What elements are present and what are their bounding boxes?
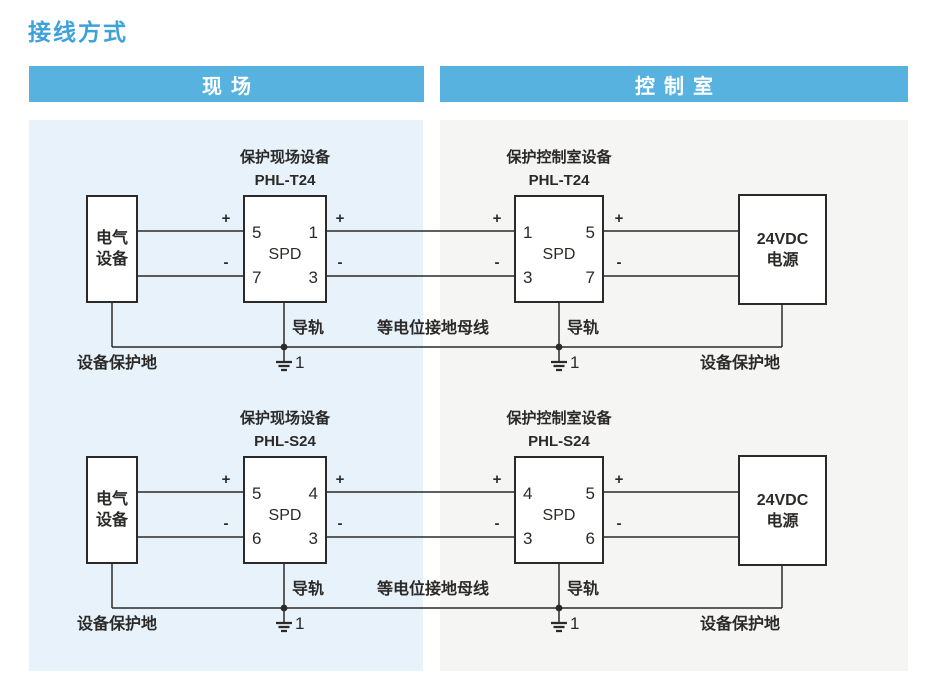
terminal-number: 6 (252, 529, 262, 548)
rail-label: 导轨 (292, 581, 325, 598)
control-unit-model: PHL-S24 (528, 433, 590, 450)
equipment-label-line1: 电气 (95, 491, 128, 508)
polarity-minus: - (616, 254, 622, 271)
terminal-number: 3 (523, 268, 533, 287)
power-label-line2: 电源 (766, 251, 799, 269)
zone-header-control: 控制室 (440, 66, 908, 102)
terminal-number: 1 (523, 223, 533, 242)
rail-label: 导轨 (567, 320, 600, 337)
earth-ground-icon (276, 360, 292, 372)
polarity-plus: + (492, 210, 502, 227)
protective-earth-label: 设备保护地 (77, 616, 158, 633)
electrical-equipment-box: 电气 设备 (86, 195, 138, 303)
field-unit-title: 保护现场设备 (239, 410, 330, 427)
ground-number: 1 (295, 614, 305, 633)
zone-header-field: 现场 (29, 66, 424, 102)
control-spd-box: 4 5 3 6 SPD (514, 456, 604, 564)
spd-label: SPD (268, 507, 302, 524)
protective-earth-label: 设备保护地 (700, 355, 781, 372)
equipment-label-line1: 电气 (95, 230, 128, 247)
ground-number: 1 (570, 614, 580, 633)
rail-label: 导轨 (292, 320, 325, 337)
polarity-plus: + (221, 471, 231, 488)
electrical-equipment-box: 电气 设备 (86, 456, 138, 564)
protective-earth-label: 设备保护地 (77, 355, 158, 372)
terminal-number: 5 (252, 484, 262, 503)
field-unit-model: PHL-S24 (254, 433, 316, 450)
field-unit-title-block: 保护现场设备 PHL-T24 (175, 149, 395, 189)
junction-dot (280, 604, 288, 612)
protective-earth-label: 设备保护地 (700, 616, 781, 633)
equipment-label-line2: 设备 (95, 251, 128, 268)
polarity-minus: - (494, 515, 500, 532)
wiring-lines (111, 491, 783, 633)
earth-ground-icon (551, 360, 567, 372)
field-spd-box: 5 4 6 3 SPD (243, 456, 327, 564)
terminal-number: 4 (523, 484, 533, 503)
junction-dot (280, 343, 288, 351)
junction-dot (555, 343, 563, 351)
power-label-line1: 24VDC (756, 230, 809, 248)
spd-label: SPD (268, 246, 302, 263)
terminal-number: 3 (523, 529, 533, 548)
polarity-minus: - (337, 254, 343, 271)
equipotential-bus-label: 等电位接地母线 (376, 320, 489, 337)
control-unit-title-block: 保护控制室设备 PHL-S24 (449, 410, 669, 450)
polarity-plus: + (335, 210, 345, 227)
terminal-number: 7 (585, 268, 595, 287)
ground-number: 1 (295, 353, 305, 372)
page-title: 接线方式 (28, 19, 128, 45)
ground-number: 1 (570, 353, 580, 372)
terminal-number: 6 (585, 529, 595, 548)
wiring-diagram-phl-s24: 保护现场设备 PHL-S24 保护控制室设备 PHL-S24 电气 设备 5 4… (0, 401, 929, 651)
field-unit-title: 保护现场设备 (239, 149, 330, 166)
terminal-number: 5 (585, 223, 595, 242)
earth-ground-icon (551, 621, 567, 633)
power-label-line2: 电源 (766, 512, 799, 530)
equipment-label-line2: 设备 (95, 512, 128, 529)
junction-dot (555, 604, 563, 612)
control-unit-title: 保护控制室设备 (506, 149, 612, 166)
rail-label: 导轨 (567, 581, 600, 598)
power-label-line1: 24VDC (756, 491, 809, 509)
terminal-number: 3 (308, 529, 318, 548)
polarity-minus: - (616, 515, 622, 532)
power-supply-box: 24VDC 电源 (738, 194, 827, 305)
earth-ground-icon (276, 621, 292, 633)
power-supply-box: 24VDC 电源 (738, 455, 827, 566)
spd-label: SPD (542, 246, 576, 263)
terminal-number: 7 (252, 268, 262, 287)
wiring-lines (111, 230, 783, 372)
wiring-diagram-phl-t24: 保护现场设备 PHL-T24 保护控制室设备 PHL-T24 电气 设备 5 1… (0, 140, 929, 390)
polarity-plus: + (614, 210, 624, 227)
terminal-number: 5 (585, 484, 595, 503)
field-unit-title-block: 保护现场设备 PHL-S24 (175, 410, 395, 450)
terminal-number: 1 (308, 223, 318, 242)
control-unit-model: PHL-T24 (528, 172, 590, 189)
control-unit-title-block: 保护控制室设备 PHL-T24 (449, 149, 669, 189)
polarity-plus: + (492, 471, 502, 488)
polarity-minus: - (223, 254, 229, 271)
terminal-number: 4 (308, 484, 318, 503)
terminal-number: 3 (308, 268, 318, 287)
polarity-plus: + (335, 471, 345, 488)
polarity-minus: - (494, 254, 500, 271)
polarity-plus: + (614, 471, 624, 488)
spd-label: SPD (542, 507, 576, 524)
field-unit-model: PHL-T24 (254, 172, 316, 189)
polarity-minus: - (337, 515, 343, 532)
field-spd-box: 5 1 7 3 SPD (243, 195, 327, 303)
equipotential-bus-label: 等电位接地母线 (376, 581, 489, 598)
control-spd-box: 1 5 3 7 SPD (514, 195, 604, 303)
control-unit-title: 保护控制室设备 (506, 410, 612, 427)
polarity-minus: - (223, 515, 229, 532)
terminal-number: 5 (252, 223, 262, 242)
polarity-plus: + (221, 210, 231, 227)
